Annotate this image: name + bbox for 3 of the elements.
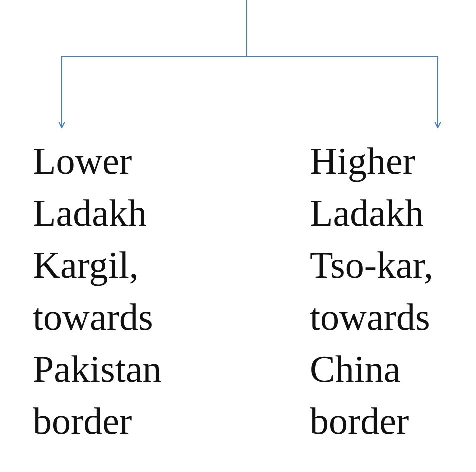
node-text: Lower Ladakh Kargil, towards Pakistan border — [33, 140, 163, 445]
node-text: Higher Ladakh Tso-kar, towards China border — [310, 140, 434, 445]
connector-arrow — [246, 0, 442, 129]
